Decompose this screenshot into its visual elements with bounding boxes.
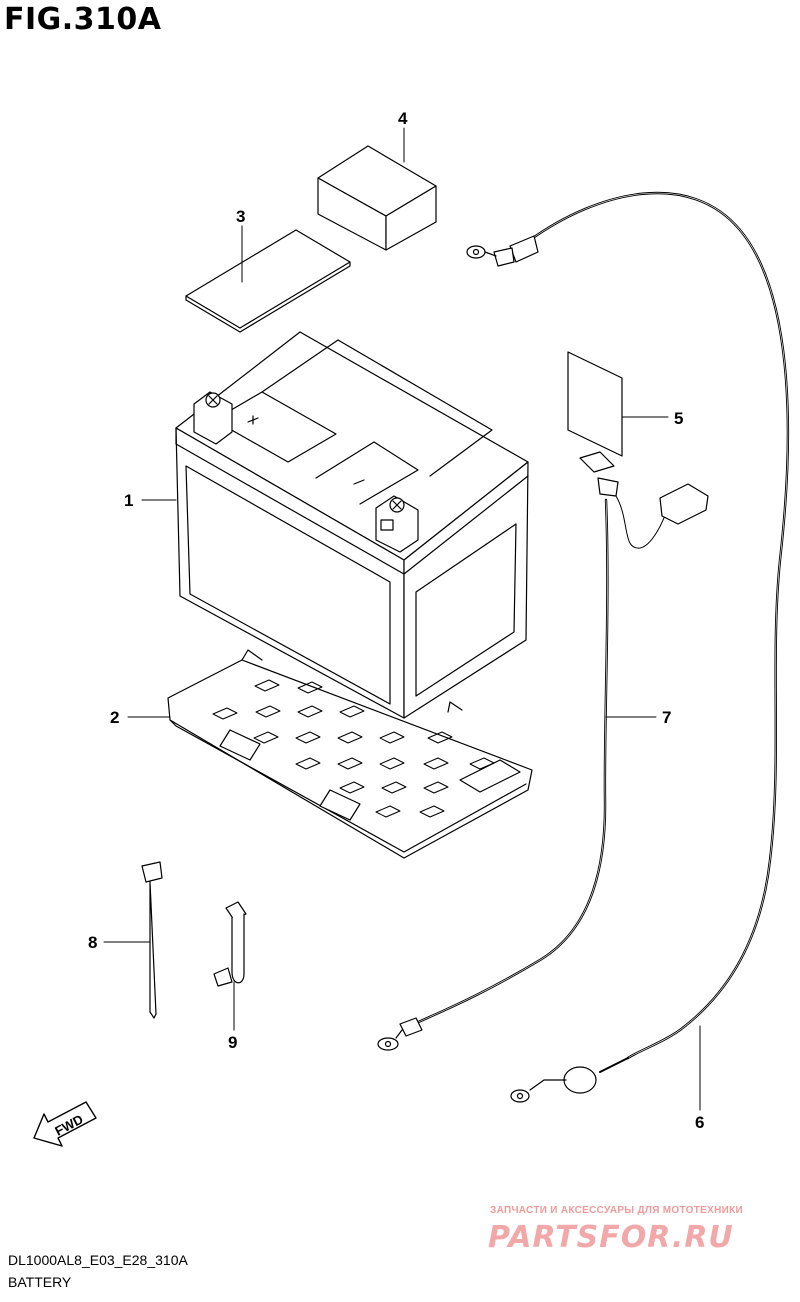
figure-title: FIG.310A [4, 2, 162, 37]
tray-slots [212, 679, 495, 818]
part-3-sheet[interactable] [185, 229, 351, 333]
fwd-arrow-icon: FWD [33, 1101, 97, 1147]
fwd-label: FWD [52, 1111, 85, 1138]
diagram-code: DL1000AL8_E03_E28_310A [8, 1252, 188, 1268]
leader-lines [103, 127, 701, 1111]
part-7-cable[interactable] [377, 451, 709, 1051]
callout-8: 8 [88, 933, 97, 952]
diagram-name: BATTERY [8, 1274, 72, 1290]
callout-6: 6 [695, 1113, 704, 1132]
part-4-pad[interactable] [317, 145, 437, 251]
callout-5: 5 [674, 409, 683, 428]
part-9-clamp[interactable] [213, 901, 247, 987]
watermark-tagline: ЗАПЧАСТИ И АКСЕССУАРЫ ДЛЯ МОТОТЕХНИКИ [490, 1205, 743, 1216]
watermark-logo: PARTSFOR.RU [488, 1220, 734, 1255]
callout-1: 1 [124, 491, 133, 510]
callout-2: 2 [110, 708, 119, 727]
part-6-cable[interactable] [466, 191, 790, 1103]
part-8-tie[interactable] [141, 861, 163, 1019]
callout-3: 3 [236, 207, 245, 226]
callout-7: 7 [662, 708, 671, 727]
part-1-battery[interactable] [175, 331, 529, 719]
part-5-label[interactable] [567, 351, 623, 457]
callout-9: 9 [228, 1033, 237, 1052]
callout-4: 4 [398, 109, 408, 128]
